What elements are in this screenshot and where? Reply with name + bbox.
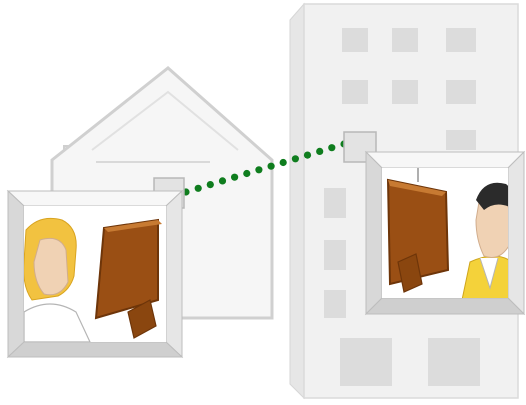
link-dot (207, 181, 214, 188)
link-dot (304, 152, 311, 159)
link-dot (255, 166, 262, 173)
frame-right (508, 152, 524, 314)
link-dot (268, 163, 275, 170)
frame-left (366, 152, 382, 314)
link-dot (231, 174, 238, 181)
office-side-face (290, 4, 304, 398)
window-right (366, 150, 524, 314)
link-dot (328, 144, 335, 151)
link-dot (280, 159, 287, 166)
frame-bottom (8, 342, 182, 357)
frame-right (166, 191, 182, 357)
link-dot (219, 177, 226, 184)
link-dot (292, 155, 299, 162)
frame-bottom (366, 298, 524, 314)
frame-top (366, 152, 524, 168)
woman-face (34, 238, 68, 294)
frame-left (8, 191, 24, 357)
link-dot (316, 148, 323, 155)
link-dot (195, 185, 202, 192)
frame-top (8, 191, 182, 206)
window-left (8, 191, 182, 357)
link-dot (243, 170, 250, 177)
